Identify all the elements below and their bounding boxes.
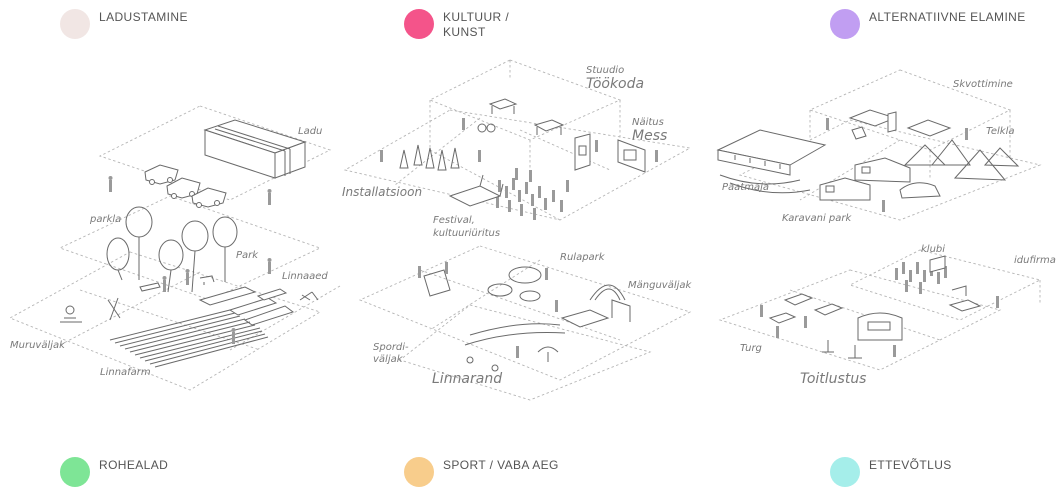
scene-right: Skvottimine Telkla Paatmaja Karavani par…: [716, 69, 1056, 387]
label-rulapark: Rulapark: [560, 252, 606, 263]
grid-mid-bottom: [399, 304, 652, 401]
grid-right-low-top: [848, 249, 1042, 321]
label-mess: Mess: [632, 128, 667, 144]
scene-middle: Stuudio Töökoda Näitus Mess Installatsio…: [342, 59, 693, 401]
legend-label-sport: SPORT / VABA AEG: [443, 458, 559, 472]
legend-alternatiivne: ALTERNATIIVNE ELAMINE: [830, 9, 1026, 39]
legend-dot-sport: [404, 457, 434, 487]
warehouse-ladu: [203, 119, 307, 179]
grid-left-mid: [58, 195, 322, 301]
figures-middle: [380, 118, 658, 312]
label-spordi-2: väljak: [373, 354, 404, 365]
grid-mid-middle: [343, 109, 692, 221]
field-linnafarm: [109, 309, 269, 368]
legend-label-alternatiivne: ALTERNATIIVNE ELAMINE: [869, 10, 1026, 24]
label-linnafarm: Linnafarm: [100, 367, 151, 378]
legend-rohealad: ROHEALAD: [60, 457, 168, 487]
legend-dot-ladustamine: [60, 9, 90, 39]
grid-left-top: [98, 105, 332, 201]
label-stuudio: Stuudio: [586, 65, 624, 76]
foodtruck-toitlustus: [822, 312, 903, 359]
legend-ladustamine: LADUSTAMINE: [60, 9, 188, 39]
grid-left-bot: [8, 251, 341, 391]
figures-left: [108, 176, 272, 344]
label-muruvaljak: Muruväljak: [10, 340, 66, 351]
garden-beds-linnaaed: [198, 286, 319, 326]
label-linnaaed: Linnaaed: [282, 271, 328, 282]
label-spordi-1: Spordi-: [373, 342, 409, 353]
scene-left: Ladu parkla Park Linnaaed Muruväljak Lin…: [8, 105, 341, 391]
installation-cones: [399, 144, 504, 207]
studio-tables: [477, 98, 565, 135]
legend-ettevotlus: ETTEVÕTLUS: [830, 457, 952, 487]
legend-kultuur: KULTUUR / KUNST: [404, 9, 509, 40]
exhibition-panels: [574, 133, 646, 173]
club-crowd: [895, 255, 947, 294]
legend-label-rohealad: ROHEALAD: [99, 458, 169, 472]
label-toitlustus: Toitlustus: [800, 371, 866, 387]
grid-mid-low: [358, 245, 692, 381]
squat-beds: [826, 109, 968, 140]
caravans-karavani: [819, 157, 941, 212]
legend-label-ladustamine: LADUSTAMINE: [99, 10, 188, 24]
cars-parkla: [144, 164, 227, 208]
startup-desks: [948, 285, 999, 312]
park-trees: [106, 206, 238, 293]
label-paatmaja: Paatmaja: [722, 182, 769, 193]
label-installatsioon: Installatsioon: [342, 185, 422, 199]
label-idufirma: idufirma: [1014, 255, 1056, 266]
houseboat-paatmaja: [716, 129, 827, 194]
label-skvottimine: Skvottimine: [953, 79, 1013, 90]
label-karavani-park: Karavani park: [782, 213, 852, 224]
label-festival-1: Festival,: [433, 215, 475, 226]
legend-dot-alternatiivne: [830, 9, 860, 39]
grid-right-middle: [738, 119, 1042, 221]
festival-crowd: [496, 168, 563, 220]
label-klubi: klubi: [921, 244, 945, 255]
legend-dot-kultuur: [404, 9, 434, 39]
legend-dot-ettevotlus: [830, 457, 860, 487]
label-parkla: parkla: [89, 214, 121, 225]
label-turg: Turg: [740, 343, 762, 354]
label-naitus: Näitus: [632, 117, 664, 128]
legend-sport: SPORT / VABA AEG: [404, 457, 559, 487]
label-park: Park: [236, 250, 259, 261]
legend-label-kultuur: KULTUUR / KUNST: [443, 10, 510, 39]
label-festival-2: kultuuriüritus: [433, 228, 500, 239]
skatepark-playground: [423, 266, 631, 328]
tents-telkla: [903, 139, 1020, 181]
label-linnarand: Linnarand: [432, 371, 502, 387]
grid-mid-top: [428, 59, 622, 170]
label-telkla: Telkla: [986, 126, 1015, 137]
label-tookoda: Töökoda: [586, 76, 644, 92]
market-turg: [760, 293, 844, 338]
grid-right-low: [718, 269, 1002, 371]
beach-linnarand: [464, 323, 566, 372]
label-ladu: Ladu: [298, 126, 322, 137]
legend-label-ettevotlus: ETTEVÕTLUS: [869, 458, 952, 472]
legend-dot-rohealad: [60, 457, 90, 487]
label-manguvaljak: Mänguväljak: [628, 280, 693, 291]
people-muruvaljak: [60, 297, 121, 323]
